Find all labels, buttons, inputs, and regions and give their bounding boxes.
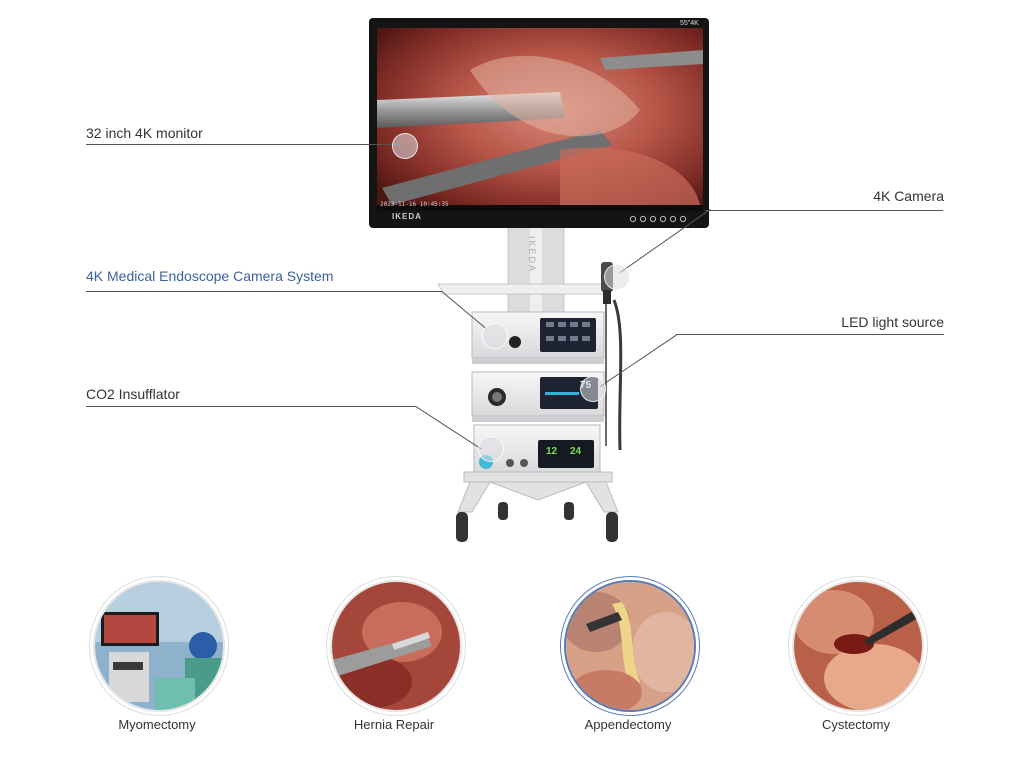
callout-label-camera-system: 4K Medical Endoscope Camera System xyxy=(86,268,334,284)
cart-wheels xyxy=(456,502,618,542)
hernia-surgery-photo xyxy=(332,582,460,710)
callout-dot-light-source xyxy=(580,376,606,402)
cystectomy-photo xyxy=(794,582,922,710)
callout-label-insufflator: CO2 Insufflator xyxy=(86,386,180,402)
insufflator-left-value: 12 xyxy=(546,446,558,457)
callout-dot-insufflator xyxy=(478,436,504,462)
callout-label-camera: 4K Camera xyxy=(873,188,944,204)
monitor-corner-label: 55"4K xyxy=(680,20,699,27)
callout-label-monitor: 32 inch 4K monitor xyxy=(86,125,203,141)
procedure-label-appendectomy: Appendectomy xyxy=(584,717,672,732)
callout-dot-camera xyxy=(604,264,630,290)
procedure-image-appendectomy[interactable] xyxy=(564,580,696,712)
callout-line-light-source xyxy=(676,334,944,335)
appendectomy-photo xyxy=(566,582,694,710)
monitor xyxy=(369,18,709,228)
procedure-image-myomectomy[interactable] xyxy=(93,580,225,712)
callout-dot-monitor xyxy=(392,133,418,159)
callout-line-camera xyxy=(705,210,943,211)
procedure-image-hernia-repair[interactable] xyxy=(330,580,462,712)
callout-line-camera-system xyxy=(86,291,442,292)
procedure-label-hernia-repair: Hernia Repair xyxy=(353,717,435,732)
operating-room-photo xyxy=(95,582,223,710)
procedure-label-cystectomy: Cystectomy xyxy=(822,717,890,732)
pole-brand: IKEDA xyxy=(527,236,537,274)
callout-line-insufflator xyxy=(86,406,416,407)
monitor-brand: IKEDA xyxy=(392,212,422,221)
callout-line-monitor xyxy=(86,144,404,145)
procedure-image-cystectomy[interactable] xyxy=(792,580,924,712)
insufflator-right-value: 24 xyxy=(570,446,582,457)
monitor-timestamp: 2023-11-16 10:45:35 xyxy=(380,201,449,208)
cart-base xyxy=(457,471,619,513)
callout-label-light-source: LED light source xyxy=(841,314,944,330)
callout-dot-camera-system xyxy=(482,323,508,349)
endoscope-cart-illustration xyxy=(369,18,709,542)
procedure-label-myomectomy: Myomectomy xyxy=(118,717,196,732)
